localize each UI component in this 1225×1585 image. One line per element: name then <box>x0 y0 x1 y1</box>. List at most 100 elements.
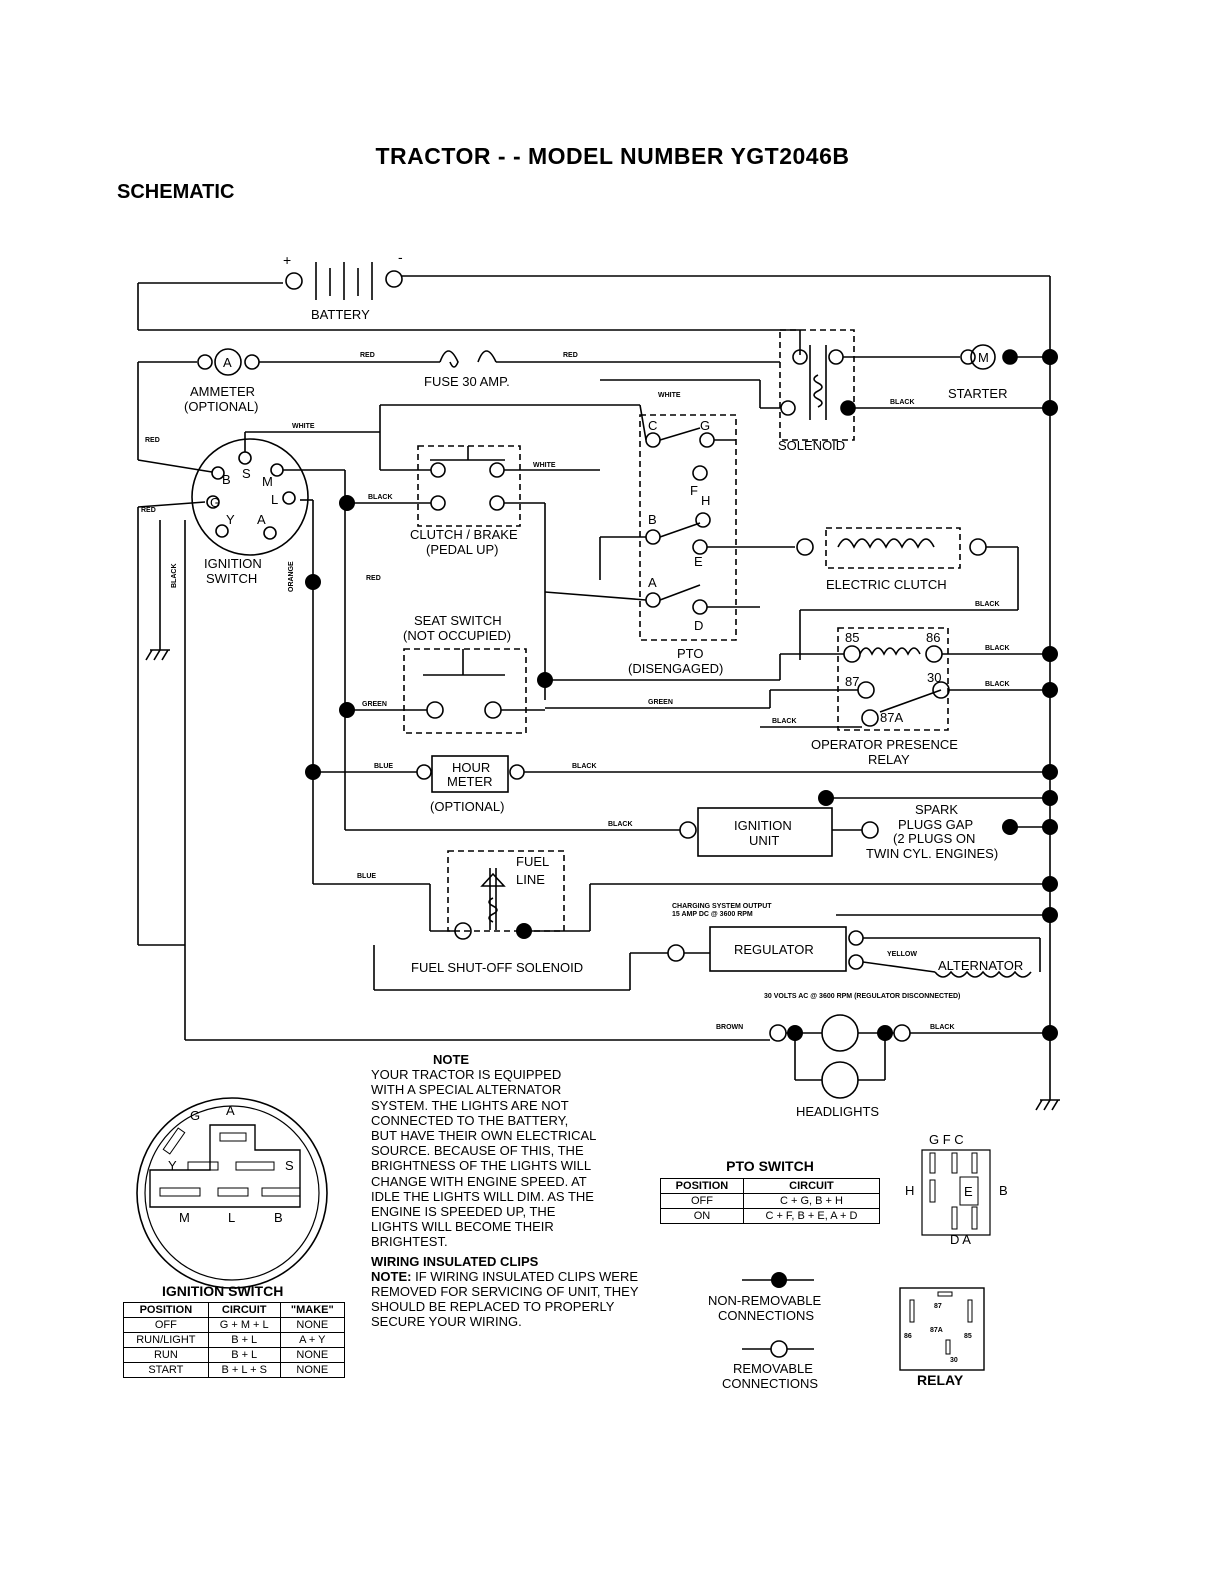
wire-label-black: BLACK <box>930 1024 955 1031</box>
page-subtitle: SCHEMATIC <box>117 181 235 203</box>
ign-face-letter-b: B <box>274 1210 283 1225</box>
pto-face-top: G F C <box>929 1132 964 1147</box>
ign-table-header: CIRCUIT <box>207 1302 281 1318</box>
ign-face-letter-y: Y <box>168 1158 177 1173</box>
relay-label-2: RELAY <box>868 752 910 767</box>
pto-face-left: H <box>905 1183 914 1198</box>
relay-pin-30: 30 <box>950 1357 958 1364</box>
table-row: START B + L + S NONE <box>123 1362 346 1378</box>
wire-label-red: RED <box>360 352 375 359</box>
ignition-switch-face: G A Y S M L B IGNITION SWITCH <box>136 1097 328 1299</box>
starter-label: STARTER <box>948 386 1007 401</box>
ign-terminal-m: M <box>262 474 273 489</box>
wire-label-green: GREEN <box>362 701 387 708</box>
seat-switch-label-1: SEAT SWITCH <box>414 613 502 628</box>
spark-plugs-label-4: TWIN CYL. ENGINES) <box>866 846 998 861</box>
ammeter-symbol: A <box>223 355 232 370</box>
wire-label-yellow: YELLOW <box>887 951 917 958</box>
wire-label-orange: ORANGE <box>288 561 295 592</box>
ign-table-cell: START <box>123 1362 209 1378</box>
pto-terminal-c: C <box>648 418 657 433</box>
wire-label-white: WHITE <box>533 462 556 469</box>
wire-label-red: RED <box>366 575 381 582</box>
pto-table-cell: C + G, B + H <box>742 1193 881 1209</box>
note-block: NOTE YOUR TRACTOR IS EQUIPPED WITH A SPE… <box>371 1052 671 1330</box>
page-title: TRACTOR - - MODEL NUMBER YGT2046B <box>375 143 850 169</box>
clutch-brake-label-2: (PEDAL UP) <box>426 542 498 557</box>
battery-minus-label: - <box>398 249 403 265</box>
relay-terminal-85: 85 <box>845 630 859 645</box>
pto-table: POSITION CIRCUIT OFF C + G, B + H ON C +… <box>660 1178 881 1224</box>
note-heading: NOTE <box>432 1052 470 1067</box>
wire-label-black: BLACK <box>772 718 797 725</box>
ign-terminal-a: A <box>257 512 266 527</box>
ign-face-letter-l: L <box>228 1210 235 1225</box>
pto-terminal-g: G <box>700 418 710 433</box>
relay-pin-85: 85 <box>964 1333 972 1340</box>
wire-label-black: BLACK <box>975 601 1000 608</box>
spark-plugs-label-3: (2 PLUGS ON <box>893 831 975 846</box>
ign-table-cell: B + L <box>207 1332 281 1348</box>
pto-terminal-h: H <box>701 493 710 508</box>
relay-label-1: OPERATOR PRESENCE <box>811 737 958 752</box>
ignition-unit-label-1: IGNITION <box>734 818 792 833</box>
ign-table-cell: RUN <box>123 1347 209 1363</box>
charging-output-label-1: CHARGING SYSTEM OUTPUT <box>672 903 772 910</box>
ign-face-label: IGNITION SWITCH <box>162 1283 283 1299</box>
table-row: RUN/LIGHT B + L A + Y <box>123 1332 346 1348</box>
fuel-line-label-1: FUEL <box>516 854 549 869</box>
wire-label-brown: BROWN <box>716 1024 743 1031</box>
hour-meter-optional-label: (OPTIONAL) <box>430 799 504 814</box>
ign-face-letter-g: G <box>190 1108 200 1123</box>
ign-table-header: "MAKE" <box>279 1302 346 1318</box>
ign-terminal-g: G <box>210 495 220 510</box>
ammeter-label: AMMETER <box>190 384 255 399</box>
table-row: RUN B + L NONE <box>123 1347 346 1363</box>
clips-note-prefix: NOTE: <box>371 1268 412 1284</box>
ign-face-letter-a: A <box>226 1103 235 1118</box>
table-row: ON C + F, B + E, A + D <box>660 1208 881 1224</box>
ign-face-letter-s: S <box>285 1158 294 1173</box>
pto-terminal-e: E <box>694 554 703 569</box>
pto-terminal-f: F <box>690 483 698 498</box>
relay-terminal-87a: 87A <box>880 710 903 725</box>
ammeter-optional-label: (OPTIONAL) <box>184 399 258 414</box>
ign-table-cell: NONE <box>279 1362 346 1378</box>
ign-table-cell: B + L <box>207 1347 281 1363</box>
ign-table-cell: NONE <box>279 1347 346 1363</box>
ignition-unit-label-2: UNIT <box>749 833 779 848</box>
starter-symbol: M <box>978 350 989 365</box>
ign-terminal-s: S <box>242 466 251 481</box>
fuel-solenoid-label: FUEL SHUT-OFF SOLENOID <box>411 960 583 975</box>
pto-label-1: PTO <box>677 646 704 661</box>
relay-face-label: RELAY <box>917 1372 964 1388</box>
pto-table-cell: OFF <box>660 1193 744 1209</box>
ign-terminal-l: L <box>271 492 278 507</box>
wire-label-black: BLACK <box>368 494 393 501</box>
clips-heading: WIRING INSULATED CLIPS <box>371 1253 539 1269</box>
battery-minus-terminal <box>385 270 403 288</box>
headlights-label: HEADLIGHTS <box>796 1104 879 1119</box>
wire-label-black: BLACK <box>171 564 178 589</box>
wire-label-blue: BLUE <box>357 873 376 880</box>
electric-clutch-label: ELECTRIC CLUTCH <box>826 577 947 592</box>
wire-label-red: RED <box>563 352 578 359</box>
pto-label-2: (DISENGAGED) <box>628 661 723 676</box>
relay-pin-87a: 87A <box>930 1327 943 1334</box>
legend-non-removable-1: NON-REMOVABLE <box>708 1293 821 1308</box>
wire-label-black: BLACK <box>890 399 915 406</box>
note-body: YOUR TRACTOR IS EQUIPPED WITH A SPECIAL … <box>371 1067 596 1250</box>
ign-table-cell: G + M + L <box>207 1317 281 1333</box>
clutch-brake-label-1: CLUTCH / BRAKE <box>410 527 518 542</box>
pto-face-right: B <box>999 1183 1008 1198</box>
pto-table-cell: C + F, B + E, A + D <box>742 1208 881 1224</box>
ignition-table: POSITION CIRCUIT "MAKE" OFF G + M + L NO… <box>123 1302 346 1378</box>
ign-table-cell: OFF <box>123 1317 209 1333</box>
legend-removable-1: REMOVABLE <box>733 1361 813 1376</box>
ign-terminal-y: Y <box>226 512 235 527</box>
legend-non-removable-2: CONNECTIONS <box>718 1308 814 1323</box>
pto-terminal-d: D <box>694 618 703 633</box>
fuse-label: FUSE 30 AMP. <box>424 374 510 389</box>
alternator-note-label: 30 VOLTS AC @ 3600 RPM (REGULATOR DISCON… <box>764 993 960 1000</box>
